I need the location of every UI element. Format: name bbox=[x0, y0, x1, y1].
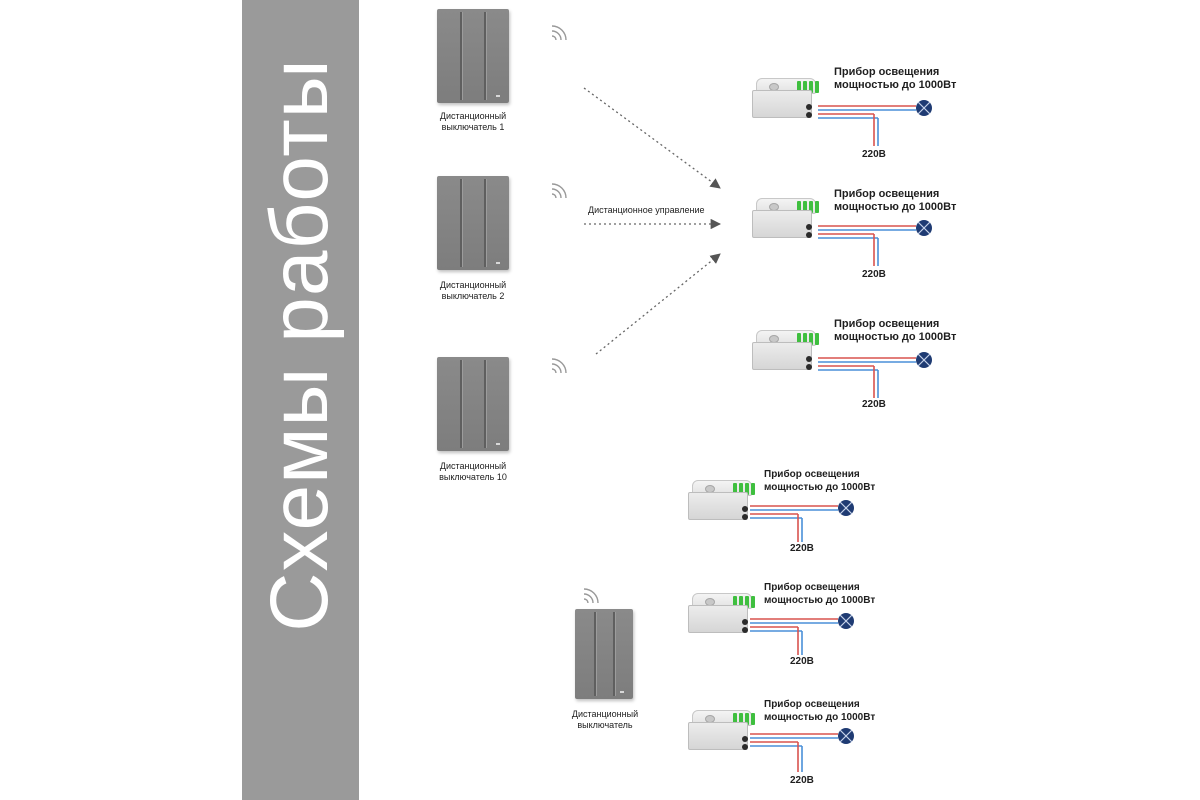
receiver-block-5: Прибор освещения мощностью до 1000Вт 220… bbox=[688, 579, 978, 679]
load-label: Прибор освещения мощностью до 1000Вт bbox=[834, 188, 957, 213]
arrow-icon bbox=[583, 87, 721, 189]
voltage-label: 220В bbox=[790, 656, 814, 667]
receiver-block-1: Прибор освещения мощностью до 1000Вт 220… bbox=[752, 64, 1042, 164]
switch-caption: Дистанционный выключатель bbox=[571, 709, 639, 730]
load-label: Прибор освещения мощностью до 1000Вт bbox=[834, 318, 957, 343]
receiver-block-2: Прибор освещения мощностью до 1000Вт 220… bbox=[752, 184, 1042, 284]
wireless-signal-icon bbox=[551, 25, 567, 41]
switch-body bbox=[437, 9, 509, 103]
voltage-label: 220В bbox=[862, 399, 886, 410]
receiver-block-6: Прибор освещения мощностью до 1000Вт 220… bbox=[688, 696, 978, 796]
relay-module bbox=[688, 710, 755, 752]
switch-body bbox=[437, 357, 509, 451]
relay-module bbox=[752, 78, 819, 120]
relay-module bbox=[688, 480, 755, 522]
wiring-diagram bbox=[818, 100, 932, 146]
voltage-label: 220В bbox=[790, 775, 814, 786]
load-label: Прибор освещения мощностью до 1000Вт bbox=[764, 469, 876, 493]
wireless-signal-icon bbox=[551, 183, 567, 199]
title-banner bbox=[242, 0, 359, 800]
switch-caption: Дистанционный выключатель 10 bbox=[439, 461, 507, 482]
load-label: Прибор освещения мощностью до 1000Вт bbox=[764, 699, 876, 723]
lamp-icon bbox=[916, 352, 932, 368]
wiring-diagram bbox=[750, 500, 854, 542]
lamp-icon bbox=[916, 220, 932, 236]
load-label: Прибор освещения мощностью до 1000Вт bbox=[764, 582, 876, 606]
arrow-icon bbox=[595, 253, 721, 355]
relay-module bbox=[752, 198, 819, 240]
wireless-signal-icon bbox=[583, 588, 599, 604]
lamp-icon bbox=[838, 613, 854, 629]
wiring-diagram bbox=[750, 613, 854, 655]
wiring-diagram bbox=[818, 352, 932, 398]
voltage-label: 220В bbox=[790, 543, 814, 554]
switch-body bbox=[437, 176, 509, 270]
voltage-label: 220В bbox=[862, 149, 886, 160]
wiring-diagram bbox=[750, 728, 854, 772]
wireless-signal-icon bbox=[551, 358, 567, 374]
lamp-icon bbox=[838, 500, 854, 516]
switch-body bbox=[575, 609, 633, 699]
relay-module bbox=[688, 593, 755, 635]
relay-module bbox=[752, 330, 819, 372]
load-label: Прибор освещения мощностью до 1000Вт bbox=[834, 66, 957, 91]
voltage-label: 220В bbox=[862, 269, 886, 280]
receiver-block-3: Прибор освещения мощностью до 1000Вт 220… bbox=[752, 316, 1042, 416]
switch-caption: Дистанционный выключатель 2 bbox=[439, 280, 507, 301]
lamp-icon bbox=[838, 728, 854, 744]
remote-control-label: Дистанционное управление bbox=[588, 205, 705, 215]
receiver-block-4: Прибор освещения мощностью до 1000Вт 220… bbox=[688, 466, 978, 566]
wiring-diagram bbox=[818, 220, 932, 266]
lamp-icon bbox=[916, 100, 932, 116]
switch-caption: Дистанционный выключатель 1 bbox=[439, 111, 507, 132]
